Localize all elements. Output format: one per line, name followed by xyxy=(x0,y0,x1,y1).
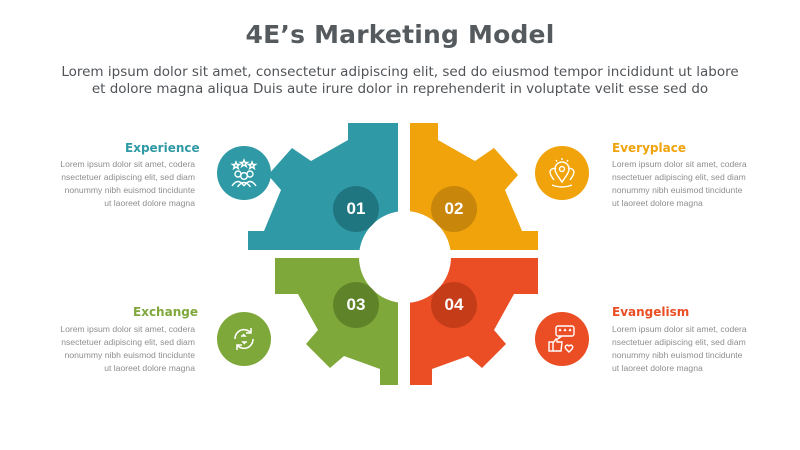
subtitle-line: et dolore magna aliqua Duis aute irure d… xyxy=(91,81,709,97)
people-rating-icon xyxy=(230,158,258,188)
icon-circle-exchange xyxy=(217,312,271,366)
number-badge-04: 04 xyxy=(431,282,477,328)
icon-circle-everyplace xyxy=(535,146,589,200)
gear-segment-everyplace xyxy=(410,123,538,250)
review-thumbs-up-icon xyxy=(548,325,575,353)
icon-circle-experience xyxy=(217,146,271,200)
number-badge-02: 02 xyxy=(431,186,477,232)
number-badge-03: 03 xyxy=(333,282,379,328)
icon-circle-evangelism xyxy=(535,312,589,366)
gear-segment-evangelism xyxy=(410,258,538,385)
gear-segment-exchange xyxy=(275,258,398,385)
page-title: 4E’s Marketing Model xyxy=(245,20,555,49)
location-pins-icon xyxy=(549,158,575,188)
exchange-arrows-icon xyxy=(234,328,254,350)
subtitle-line: Lorem ipsum dolor sit amet, consectetur … xyxy=(61,64,739,80)
label-exchange: Exchange xyxy=(133,305,198,319)
number-badge-01: 01 xyxy=(333,186,379,232)
label-experience: Experience xyxy=(125,141,200,155)
page-subtitle: Lorem ipsum dolor sit amet, consectetur … xyxy=(20,64,780,98)
label-evangelism: Evangelism xyxy=(612,305,690,319)
label-everyplace: Everyplace xyxy=(612,141,686,155)
